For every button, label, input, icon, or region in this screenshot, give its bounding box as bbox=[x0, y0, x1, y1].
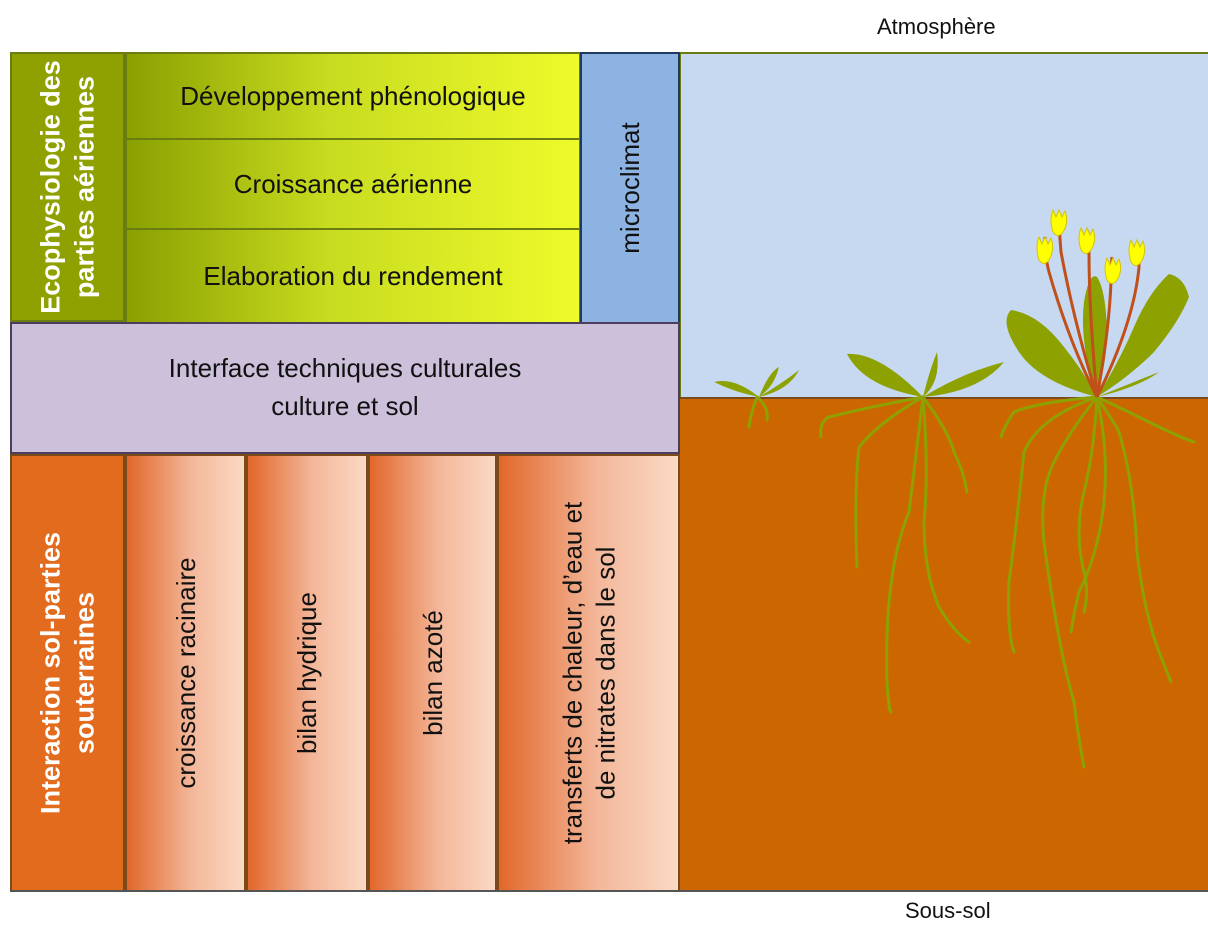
aerial-title: Ecophysiologie des parties aériennes bbox=[34, 60, 99, 314]
column-water-balance-label: bilan hydrique bbox=[291, 592, 322, 754]
aerial-title-box: Ecophysiologie des parties aériennes bbox=[10, 52, 125, 322]
column-transfers-line-1: transferts de chaleur, d’eau et bbox=[557, 501, 587, 845]
column-transfers: transferts de chaleur, d’eau et de nitra… bbox=[497, 454, 680, 892]
microclimate-label: microclimat bbox=[614, 122, 645, 254]
row-yield-label: Elaboration du rendement bbox=[203, 260, 503, 291]
column-nitrogen-balance-label: bilan azoté bbox=[417, 610, 448, 736]
row-phenology: Développement phénologique bbox=[125, 52, 581, 140]
column-water-balance: bilan hydrique bbox=[246, 454, 368, 892]
soil-title-line-2: souterraines bbox=[68, 591, 99, 755]
subsoil-label: Sous-sol bbox=[905, 898, 991, 923]
column-nitrogen-balance: bilan azoté bbox=[368, 454, 497, 892]
sky-area bbox=[679, 52, 1208, 397]
row-phenology-label: Développement phénologique bbox=[180, 80, 526, 111]
row-aerial-growth-label: Croissance aérienne bbox=[233, 168, 473, 199]
roots bbox=[747, 395, 1196, 769]
microclimate-box: microclimat bbox=[580, 52, 680, 324]
column-transfers-line-2: de nitrates dans le sol bbox=[589, 546, 620, 800]
frame-bottom-line bbox=[10, 890, 1208, 892]
plant-illustration bbox=[714, 208, 1196, 769]
column-root-growth-label: croissance racinaire bbox=[170, 557, 201, 789]
soil-title-line-1: Interaction sol-parties bbox=[34, 531, 65, 815]
big-plant-leaves bbox=[1006, 274, 1189, 397]
flowers bbox=[1036, 208, 1146, 284]
interface-line-1: Interface techniques culturales bbox=[168, 353, 522, 384]
row-aerial-growth: Croissance aérienne bbox=[125, 138, 581, 230]
atmosphere-label: Atmosphère bbox=[877, 14, 996, 39]
row-yield: Elaboration du rendement bbox=[125, 228, 581, 324]
column-root-growth: croissance racinaire bbox=[125, 454, 246, 892]
soil-area bbox=[679, 397, 1208, 892]
interface-band: Interface techniques culturales culture … bbox=[10, 322, 680, 454]
interface-line-2: culture et sol bbox=[271, 391, 419, 421]
small-plant bbox=[714, 367, 799, 397]
middle-plant bbox=[847, 352, 1004, 397]
soil-title-box: Interaction sol-parties souterraines bbox=[10, 454, 125, 892]
